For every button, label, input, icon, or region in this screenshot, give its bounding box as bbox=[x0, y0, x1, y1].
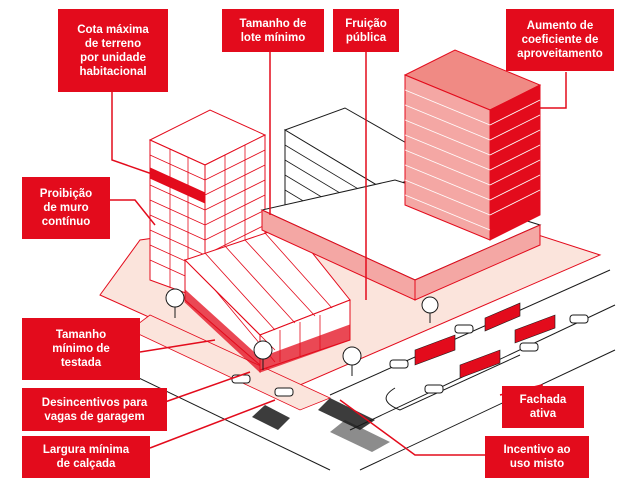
label-cota-maxima-text: Cota máxima de terreno por unidade habit… bbox=[77, 23, 149, 78]
label-fruicao-publica: Fruição pública bbox=[333, 9, 399, 52]
label-garagem-text: Desincentivos para vagas de garagem bbox=[41, 396, 148, 423]
label-fachada-ativa: Fachada ativa bbox=[502, 386, 584, 428]
highlighted-unit bbox=[149, 167, 206, 204]
label-muro-text: Proibição de muro contínuo bbox=[39, 188, 93, 228]
label-calcada-text: Largura mínima de calçada bbox=[42, 444, 130, 470]
label-muro: Proibição de muro contínuo bbox=[22, 177, 110, 239]
label-fruicao-publica-text: Fruição pública bbox=[345, 17, 387, 44]
label-garagem: Desincentivos para vagas de garagem bbox=[22, 388, 167, 431]
leader-lines bbox=[110, 50, 567, 456]
label-tamanho-lote: Tamanho de lote mínimo bbox=[222, 9, 324, 52]
car bbox=[231, 314, 589, 397]
label-testada-text: Tamanho mínimo de testada bbox=[52, 329, 110, 369]
label-cota-maxima: Cota máxima de terreno por unidade habit… bbox=[58, 9, 168, 92]
label-testada: Tamanho mínimo de testada bbox=[22, 318, 140, 380]
tree bbox=[165, 288, 439, 376]
label-tamanho-lote-text: Tamanho de lote mínimo bbox=[239, 17, 307, 44]
label-coeficiente-text: Aumento de coeficiente de aproveitamento bbox=[517, 20, 603, 60]
label-uso-misto-text: Incentivo ao uso misto bbox=[503, 444, 571, 470]
high-rise-tower bbox=[403, 49, 542, 241]
label-uso-misto: Incentivo ao uso misto bbox=[485, 436, 589, 478]
mixed-use-block bbox=[184, 224, 351, 374]
bus bbox=[414, 302, 556, 379]
label-fachada-ativa-text: Fachada ativa bbox=[519, 394, 567, 420]
label-coeficiente: Aumento de coeficiente de aproveitamento bbox=[506, 9, 614, 71]
crosswalk bbox=[252, 398, 390, 452]
label-calcada: Largura mínima de calçada bbox=[22, 436, 150, 478]
